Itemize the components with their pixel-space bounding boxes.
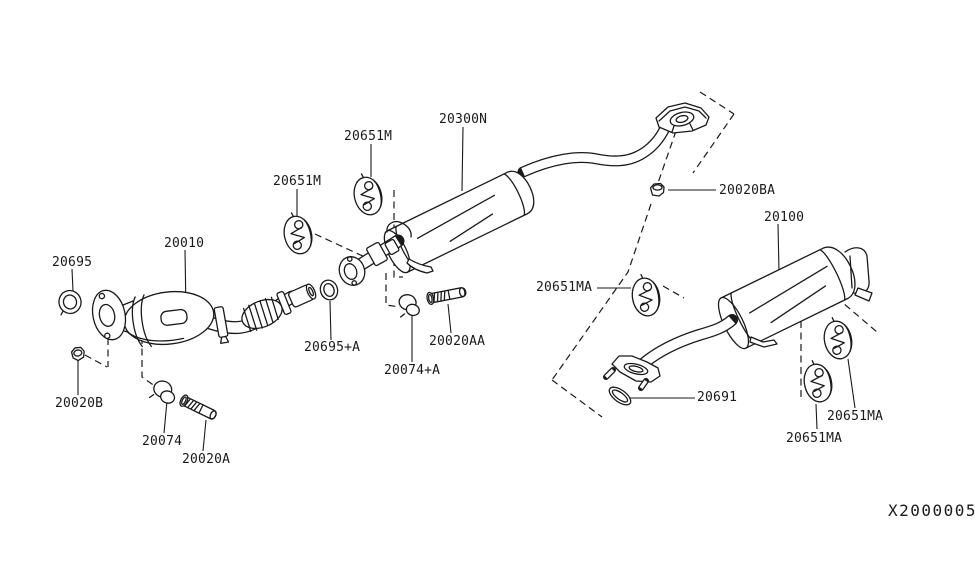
rear-muffler-20100 xyxy=(603,246,873,391)
part-label-20651m-a: 20651M xyxy=(344,129,393,144)
part-label-20695-a: 20695+A xyxy=(304,340,361,355)
hanger-insulator-20651m-b xyxy=(278,208,317,258)
hanger-pin-rear-right xyxy=(854,287,873,302)
hanger-insulator-20651ma-rear-upper xyxy=(819,314,856,363)
mounting-insulator-20074 xyxy=(148,380,176,404)
flange-nut-20020ba xyxy=(649,182,665,197)
part-label-20020ba: 20020BA xyxy=(719,183,776,198)
inlet-flange xyxy=(338,256,366,286)
part-label-20691: 20691 xyxy=(697,390,738,405)
part-label-20651m-b: 20651M xyxy=(273,174,322,189)
hanger-pin-front xyxy=(406,258,434,274)
hanger-insulator-20651m-a xyxy=(348,169,387,219)
flex-section xyxy=(241,296,283,333)
tail-flange-plate xyxy=(655,102,710,134)
stud-bolt-20020aa xyxy=(426,287,467,306)
exhaust-gasket-20695 xyxy=(58,289,82,316)
diagram-code: X2000005 xyxy=(888,501,975,520)
center-muffler-20300n xyxy=(338,102,710,286)
part-label-20020aa: 20020AA xyxy=(429,334,486,349)
exhaust-gasket-20695a xyxy=(319,279,339,301)
catalytic-converter-body xyxy=(123,290,215,348)
part-label-20100: 20100 xyxy=(764,210,805,225)
part-label-20010: 20010 xyxy=(164,236,205,251)
front-exhaust-tube-20010 xyxy=(91,283,317,348)
pipe-clamp-front xyxy=(213,306,230,345)
part-label-20300n: 20300N xyxy=(439,112,488,127)
part-label-20651ma-rear-lower: 20651MA xyxy=(786,431,843,446)
hanger-insulator-20651ma-center xyxy=(628,271,664,319)
mounting-bolt-20020a xyxy=(179,394,217,420)
flange-nut-20020b xyxy=(70,346,85,362)
center-muffler-body xyxy=(383,170,535,274)
rear-inlet-flange xyxy=(603,355,661,391)
dashed-guide-lines xyxy=(84,91,878,418)
part-label-20074-a: 20074+A xyxy=(384,363,441,378)
part-label-20651ma-rear-upper: 20651MA xyxy=(827,409,884,424)
outlet-sleeve xyxy=(288,283,317,308)
part-label-20695: 20695 xyxy=(52,255,93,270)
hanger-pin-rear-left xyxy=(749,336,778,348)
rear-muffler-gasket-20691 xyxy=(608,386,632,406)
front-flange xyxy=(91,289,127,341)
part-label-20651ma-center: 20651MA xyxy=(536,280,593,295)
mounting-insulator-20074a xyxy=(398,294,420,318)
part-label-20020b: 20020B xyxy=(55,396,104,411)
hanger-insulator-20651ma-rear-lower xyxy=(799,357,836,406)
label-leader-lines xyxy=(71,126,856,452)
pipe-clamp-rear xyxy=(276,290,292,316)
part-label-20074: 20074 xyxy=(142,434,183,449)
part-label-20020a: 20020A xyxy=(182,452,231,467)
